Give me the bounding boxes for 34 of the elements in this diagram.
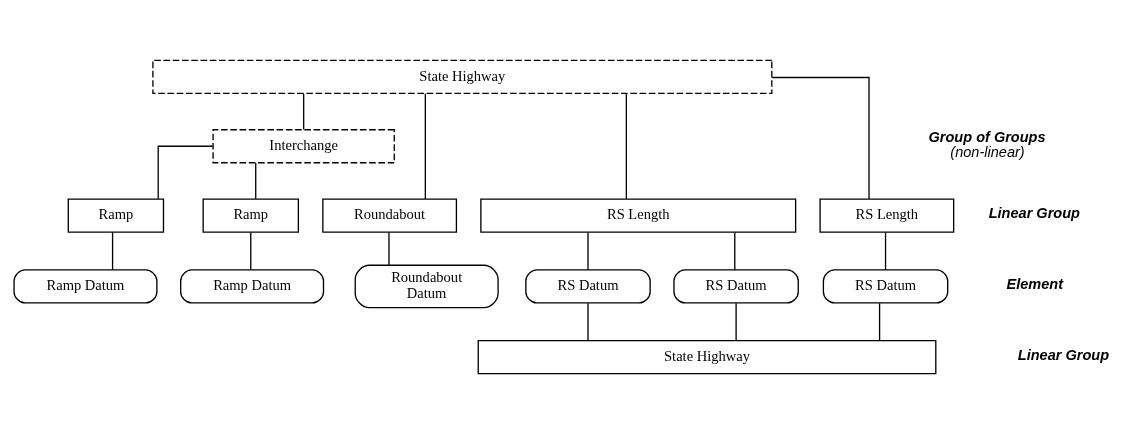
- label: Group of Groups: [928, 128, 1046, 145]
- node-box: Roundabout Datum: [354, 264, 499, 308]
- node-box: Roundabout: [322, 198, 458, 233]
- label: (non-linear): [950, 143, 1025, 160]
- node-box: Ramp Datum: [13, 268, 158, 304]
- connector: [250, 231, 252, 270]
- node-box: RS Length: [819, 198, 955, 233]
- label: Element: [1006, 275, 1064, 292]
- label: Linear Group: [1017, 346, 1110, 363]
- connector: [303, 92, 305, 130]
- connector: [424, 92, 426, 200]
- connector: [884, 231, 887, 270]
- node-box: RS Datum: [525, 268, 651, 304]
- connector: [771, 76, 870, 199]
- node-box: State Highway: [152, 59, 773, 94]
- node-box: RS Datum: [673, 268, 799, 304]
- connector: [388, 231, 390, 266]
- connector: [111, 231, 114, 270]
- node-box: Ramp Datum: [180, 268, 325, 304]
- node-box: State Highway: [477, 339, 937, 374]
- connector: [625, 92, 627, 200]
- connector: [157, 145, 214, 200]
- connector: [587, 302, 589, 341]
- node-box: RS Datum: [822, 268, 949, 304]
- node-box: Ramp: [202, 198, 300, 233]
- node-box: RS Length: [480, 198, 797, 233]
- connector: [587, 231, 589, 270]
- label: Linear Group: [988, 204, 1080, 221]
- connector: [734, 231, 736, 270]
- connector: [735, 302, 737, 341]
- node-box: Ramp: [67, 198, 165, 233]
- connector: [878, 302, 881, 341]
- node-box: Interchange: [212, 128, 395, 163]
- connector: [255, 161, 257, 200]
